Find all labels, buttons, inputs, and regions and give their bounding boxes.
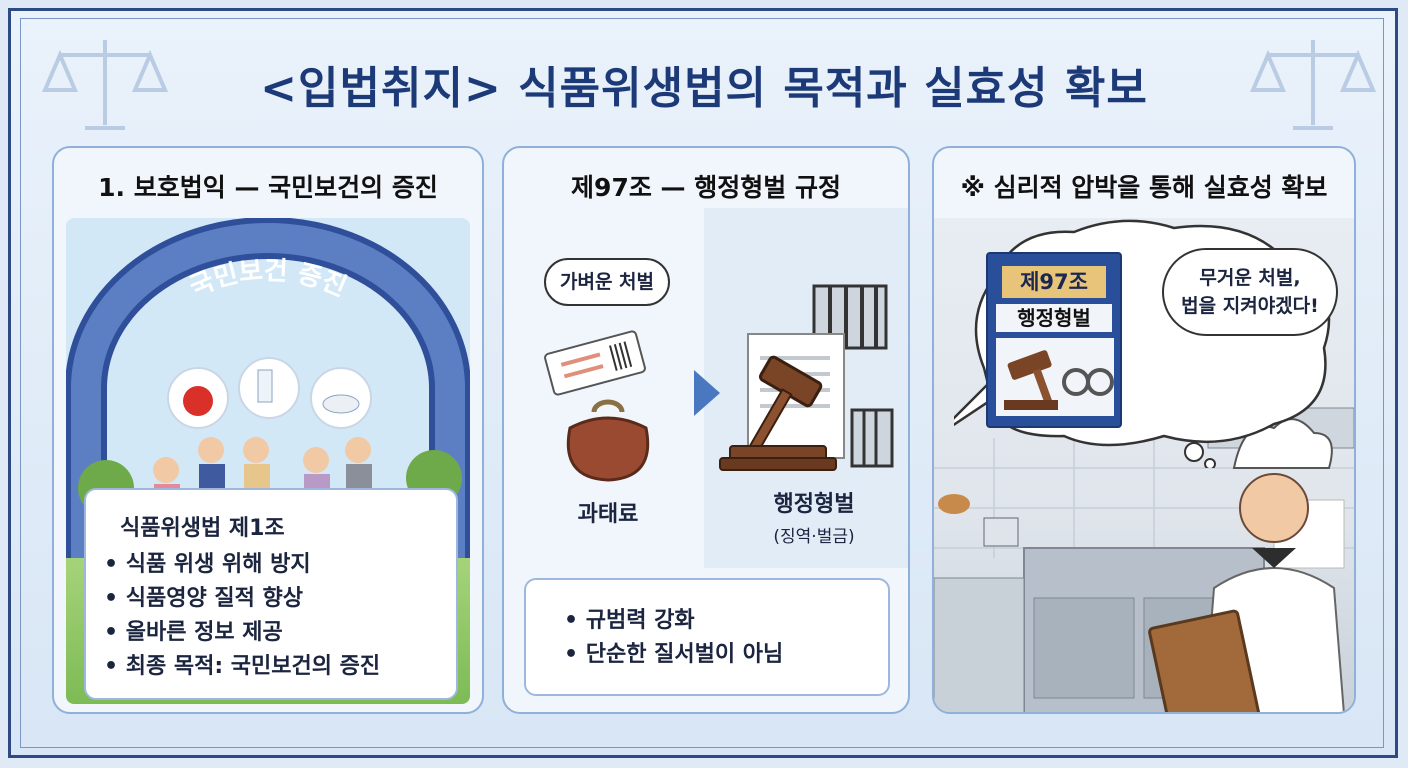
list-item: 단순한 질서벌이 아님 xyxy=(564,638,888,672)
panel1-title: 1. 보호법익 — 국민보건의 증진 xyxy=(98,173,438,202)
law-poster: 제97조 행정형벌 xyxy=(986,252,1122,428)
list-item: 규범력 강화 xyxy=(564,604,888,638)
light-penalty-bubble: 가벼운 처벌 xyxy=(544,258,670,306)
inner-frame xyxy=(20,18,1384,748)
arch-text: 국민보건 증진 xyxy=(185,256,350,303)
chef-thought-bubble: 무거운 처벌, 법을 지켜야겠다! xyxy=(1162,248,1338,336)
panel-article-97: 제97조 — 행정형벌 규정 가벼운 처벌 과태료 행정형벌 (징역·벌금) 규… xyxy=(502,146,910,714)
list-item: 최종 목적: 국민보건의 증진 xyxy=(104,650,456,684)
list-item: 식품 위생 위해 방지 xyxy=(104,548,456,582)
coin-purse-icon xyxy=(566,399,650,482)
arch-label: 국민보건 증진 xyxy=(185,256,350,303)
poster-top-text: 제97조 xyxy=(1002,266,1106,298)
svg-text:국민보건 증진: 국민보건 증진 xyxy=(185,256,350,303)
panel2-title: 제97조 — 행정형벌 규정 xyxy=(571,173,841,202)
arrow-right-icon xyxy=(694,370,720,416)
page-title: <입법취지> 식품위생법의 목적과 실효성 확보 xyxy=(260,63,1148,114)
gavel-handcuffs-icon xyxy=(996,338,1114,416)
panel-protected-interest: 1. 보호법익 — 국민보건의 증진 국민보건 증진 식품위생법 xyxy=(52,146,484,714)
fine-label: 과태료 xyxy=(577,502,639,527)
scales-left-icon xyxy=(41,40,169,130)
effect-box: 규범력 강화 단순한 질서벌이 아님 xyxy=(524,578,890,696)
gavel-document-icon xyxy=(719,333,894,471)
admin-penalty-sublabel: (징역·벌금) xyxy=(773,527,855,547)
list-item: 식품영양 질적 향상 xyxy=(104,582,456,616)
panel3-title: ※ 심리적 압박을 통해 실효성 확보 xyxy=(960,173,1328,202)
law-article-box: 식품위생법 제1조 식품 위생 위해 방지 식품영양 질적 향상 올바른 정보 … xyxy=(84,488,458,700)
admin-penalty-label: 행정형벌 xyxy=(773,492,855,517)
scales-right-icon xyxy=(1249,40,1377,130)
panel-psychological-pressure: ※ 심리적 압박을 통해 실효성 확보 제97조 행정형벌 xyxy=(932,146,1356,714)
list-item: 올바른 정보 제공 xyxy=(104,616,456,650)
law-heading: 식품위생법 제1조 xyxy=(120,516,285,541)
poster-bottom-text: 행정형벌 xyxy=(996,304,1112,332)
ticket-icon xyxy=(544,330,646,396)
